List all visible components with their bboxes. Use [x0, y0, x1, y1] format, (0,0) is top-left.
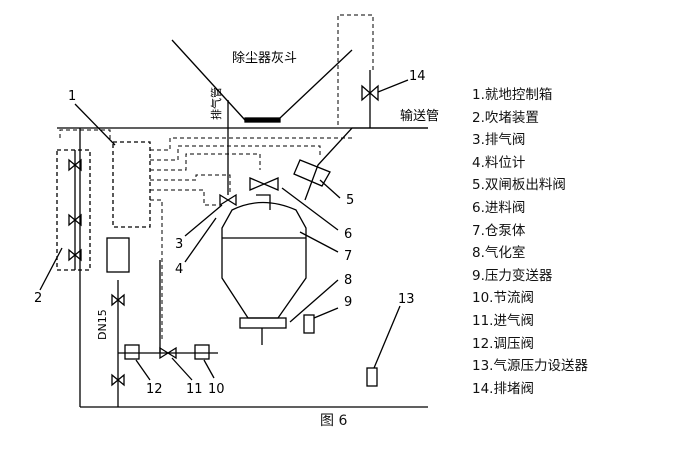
- callout-8: 8: [344, 273, 352, 288]
- callout-11: 11: [186, 382, 203, 397]
- pressure-transmitter-9: [303, 314, 315, 334]
- leader-11: [171, 357, 193, 381]
- feed-neck: [256, 194, 271, 210]
- component-legend: 1.就地控制箱 2.吹堵装置 3.排气阀 4.料位计 5.双闸板出料阀 6.进料…: [472, 84, 588, 400]
- purge-valve-2: [68, 213, 82, 227]
- legend-item: 14.排堵阀: [472, 380, 534, 397]
- hopper-line-left: [171, 39, 246, 121]
- leader-3: [184, 204, 223, 237]
- leader-2: [39, 247, 63, 291]
- signal-line-2: [150, 145, 321, 161]
- legend-item: 12.调压阀: [472, 335, 534, 352]
- legend-item: 6.进料阀: [472, 199, 526, 216]
- callout-12: 12: [146, 382, 163, 397]
- legend-item: 11.进气阀: [472, 312, 534, 329]
- callout-9: 9: [344, 295, 352, 310]
- callout-14: 14: [409, 69, 426, 84]
- leader-14: [377, 79, 409, 93]
- signal-line-top: [59, 129, 111, 140]
- callout-13: 13: [398, 292, 415, 307]
- hopper-line-right: [279, 49, 353, 119]
- pump-body: [221, 201, 307, 319]
- legend-item: 5.双闸板出料阀: [472, 177, 566, 194]
- legend-item: 10.节流阀: [472, 290, 534, 307]
- hopper-label: 除尘器灰斗: [232, 51, 297, 66]
- signal-line-1: [150, 137, 355, 151]
- callout-1: 1: [68, 89, 76, 104]
- leader-12: [135, 359, 151, 381]
- signal-line-3: [150, 153, 261, 171]
- callout-4: 4: [175, 262, 183, 277]
- legend-item: 13.气源压力设送器: [472, 358, 588, 375]
- aeration-chamber: [239, 317, 287, 329]
- discharge-signal: [337, 14, 374, 125]
- legend-item: 9.压力变送器: [472, 267, 553, 284]
- callout-6: 6: [344, 227, 352, 242]
- leader-10: [203, 359, 215, 379]
- legend-item: 7.仓泵体: [472, 222, 526, 239]
- inlet-valve-11: [159, 346, 177, 360]
- leader-5: [319, 179, 341, 199]
- leader-1: [74, 103, 116, 146]
- drain-valve-14: [361, 84, 379, 102]
- legend-item: 8.气化室: [472, 245, 526, 262]
- figure-caption: 图 6: [320, 413, 348, 429]
- callout-10: 10: [208, 382, 225, 397]
- legend-item: 1.就地控制箱: [472, 87, 553, 103]
- regulator-12: [124, 344, 140, 360]
- conveying-pipe: [304, 127, 428, 201]
- leader-4: [184, 217, 217, 263]
- feed-valve-6: [249, 177, 279, 191]
- dn15-valve-bottom: [111, 373, 125, 387]
- source-pressure-13: [366, 367, 378, 387]
- callout-7: 7: [344, 249, 352, 264]
- leader-8: [289, 279, 339, 323]
- throttle-valve-10: [194, 344, 210, 360]
- legend-item: 2.吹堵装置: [472, 109, 539, 126]
- callout-5: 5: [346, 193, 354, 208]
- control-box: [112, 141, 151, 228]
- dn15-valve-top: [111, 293, 125, 307]
- leader-13: [373, 305, 401, 369]
- filter-box: [106, 237, 130, 273]
- signal-line-4: [150, 174, 231, 195]
- leader-7: [299, 231, 339, 253]
- vent-valve-3: [219, 193, 237, 207]
- conveying-pipe-label: 输送管: [400, 108, 439, 124]
- signal-line-5: [150, 189, 216, 206]
- purge-device-box: [56, 149, 91, 271]
- leader-6: [281, 187, 339, 231]
- dn15-label: DN15: [96, 309, 109, 340]
- legend-item: 4.料位计: [472, 154, 526, 171]
- purge-valve-1: [68, 158, 82, 172]
- legend-item: 3.排气阀: [472, 132, 526, 149]
- signal-line-6: [150, 199, 163, 340]
- discharge-valve-5: [293, 159, 331, 187]
- callout-3: 3: [175, 237, 183, 252]
- purge-valve-3: [68, 248, 82, 262]
- hopper-outlet: [244, 117, 281, 123]
- vent-label: 排气管: [209, 87, 223, 120]
- callout-2: 2: [34, 291, 42, 306]
- leader-9: [313, 307, 339, 319]
